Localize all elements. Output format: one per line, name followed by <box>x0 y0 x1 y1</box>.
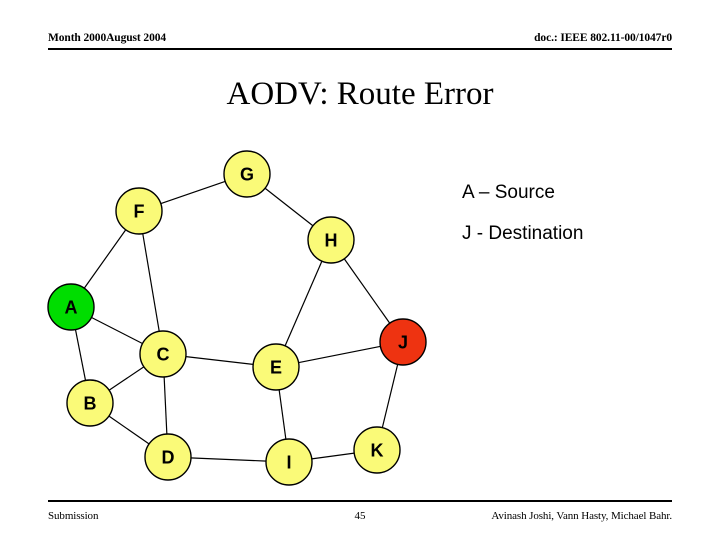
graph-edge <box>74 328 87 382</box>
graph-edge <box>284 259 323 348</box>
graph-edge <box>278 388 287 441</box>
node-circle <box>353 426 401 474</box>
graph-edge <box>310 452 356 460</box>
graph-node-d[interactable]: D <box>144 433 192 481</box>
footer-divider <box>48 500 672 502</box>
node-circle <box>144 433 192 481</box>
node-label: D <box>162 448 175 468</box>
node-label: A <box>65 298 78 318</box>
graph-edge <box>263 187 315 227</box>
graph-node-g[interactable]: G <box>223 150 271 198</box>
node-label: G <box>240 165 254 185</box>
node-circle <box>66 379 114 427</box>
node-layer: G F H A J C E B K D I <box>47 150 427 486</box>
legend-destination-label: J - Destination <box>462 223 584 244</box>
node-label: E <box>270 358 282 378</box>
node-circle <box>223 150 271 198</box>
graph-edge <box>142 232 160 333</box>
legend: A – Source J - Destination <box>462 182 583 264</box>
graph-node-e[interactable]: E <box>252 343 300 391</box>
graph-edge <box>159 180 227 205</box>
graph-node-j[interactable]: J <box>379 318 427 366</box>
header-date: Month 2000August 2004 <box>48 32 167 44</box>
node-circle <box>139 330 187 378</box>
graph-edge <box>107 365 146 392</box>
slide-footer: Submission 45 Avinash Joshi, Vann Hasty,… <box>48 510 672 526</box>
graph-node-i[interactable]: I <box>265 438 313 486</box>
node-circle <box>47 283 95 331</box>
node-label: F <box>134 202 145 222</box>
node-circle <box>307 216 355 264</box>
node-circle <box>252 343 300 391</box>
graph-edge <box>90 316 144 345</box>
footer-authors: Avinash Joshi, Vann Hasty, Michael Bahr. <box>491 510 672 522</box>
node-circle <box>115 187 163 235</box>
legend-source-label: A – Source <box>462 182 555 203</box>
node-label: H <box>325 231 338 251</box>
graph-node-b[interactable]: B <box>66 379 114 427</box>
graph-edge <box>297 345 382 364</box>
node-circle <box>379 318 427 366</box>
graph-edge <box>184 355 255 366</box>
header-divider <box>48 48 672 50</box>
graph-node-f[interactable]: F <box>115 187 163 235</box>
node-label: B <box>84 394 97 414</box>
node-label: K <box>371 441 384 461</box>
node-circle <box>265 438 313 486</box>
graph-edge <box>83 228 127 290</box>
graph-edge <box>343 257 391 325</box>
graph-node-c[interactable]: C <box>139 330 187 378</box>
node-label: J <box>398 333 408 353</box>
page-title: AODV: Route Error <box>226 76 494 112</box>
footer-page-number: 45 <box>354 510 366 522</box>
edge-layer <box>74 180 399 462</box>
graph-edge <box>189 457 268 462</box>
graph-edge <box>107 415 151 445</box>
footer-submission: Submission <box>48 510 99 522</box>
node-label: C <box>157 345 170 365</box>
node-label: I <box>286 453 291 473</box>
header-doc-id: doc.: IEEE 802.11-00/1047r0 <box>534 32 672 44</box>
graph-edge <box>163 375 168 436</box>
graph-node-h[interactable]: H <box>307 216 355 264</box>
graph-node-k[interactable]: K <box>353 426 401 474</box>
graph-node-a[interactable]: A <box>47 283 95 331</box>
slide-header: Month 2000August 2004 doc.: IEEE 802.11-… <box>48 32 672 50</box>
graph-edge <box>381 363 399 429</box>
